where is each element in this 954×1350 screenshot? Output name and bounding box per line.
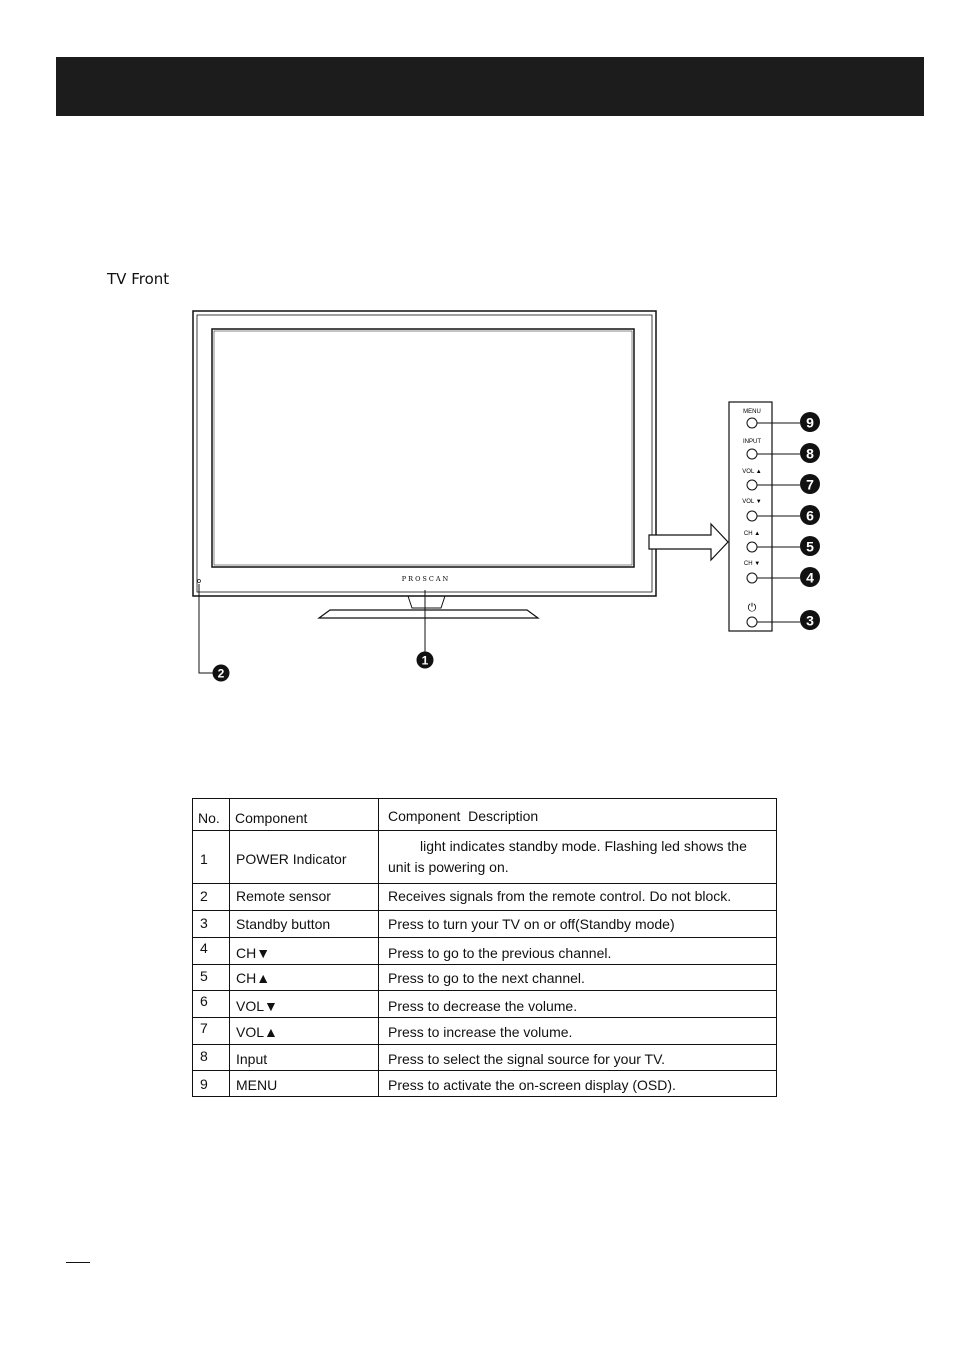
stand-neck <box>407 595 446 609</box>
table-row: 5 CH▲ Press to go to the next channel. <box>193 965 776 991</box>
row-no: 2 <box>200 888 208 904</box>
tv-bezel-inner <box>196 314 653 593</box>
side-label-ch-down: CH ▼ <box>744 561 760 567</box>
row-component: VOL▲ <box>236 1024 278 1040</box>
tv-screen <box>211 328 635 568</box>
row-component: MENU <box>236 1077 278 1093</box>
row-component: Standby button <box>236 916 331 932</box>
row-description: Press to increase the volume. <box>388 1024 573 1040</box>
table-row: 2 Remote sensor Receives signals from th… <box>193 884 776 911</box>
svg-text:8: 8 <box>806 446 814 462</box>
row-component: CH▼ <box>236 945 271 961</box>
svg-text:3: 3 <box>806 613 814 629</box>
row-no: 8 <box>200 1048 208 1064</box>
side-button-vol-up: VOL ▲ 7 <box>742 469 820 494</box>
table-header-row: No. Component Component Description <box>193 799 776 831</box>
side-button-menu: MENU 9 <box>743 409 820 432</box>
callout-2-line <box>198 584 213 674</box>
row-no: 4 <box>200 940 208 956</box>
callout-1-number: 1 <box>422 654 429 668</box>
table-row: 6 VOL▼ Press to decrease the volume. <box>193 991 776 1018</box>
table-row: 4 CH▼ Press to go to the previous channe… <box>193 938 776 965</box>
power-icon: ⏻ <box>748 601 757 614</box>
table-row: 7 VOL▲ Press to increase the volume. <box>193 1018 776 1045</box>
row-no: 6 <box>200 993 208 1009</box>
row-description: light indicates standby mode. Flashing l… <box>388 838 747 875</box>
tv-screen-inner <box>213 330 633 566</box>
svg-text:5: 5 <box>806 539 814 555</box>
row-no: 3 <box>200 915 208 931</box>
side-button-ch-down: CH ▼ 4 <box>744 561 820 587</box>
side-button-vol-down: VOL ▼ 6 <box>742 499 820 525</box>
side-label-ch-up: CH ▲ <box>744 531 760 537</box>
side-button-ch-up: CH ▲ 5 <box>744 531 820 556</box>
svg-text:9: 9 <box>806 415 814 431</box>
callout-1-badge <box>416 651 434 669</box>
callout-2-number: 2 <box>218 667 225 681</box>
side-label-input: INPUT <box>743 439 761 445</box>
row-component: CH▲ <box>236 970 271 986</box>
column-divider <box>378 799 379 1096</box>
row-description: Press to activate the on-screen display … <box>388 1077 676 1093</box>
column-divider <box>229 799 230 1096</box>
callout-2-badge <box>212 664 230 682</box>
components-table: No. Component Component Description 1 PO… <box>192 798 777 1097</box>
table-row: 3 Standby button Press to turn your TV o… <box>193 911 776 938</box>
header-no: No. <box>198 810 220 826</box>
arrow-icon <box>648 522 729 562</box>
side-label-vol-up: VOL ▲ <box>742 469 761 475</box>
row-component: VOL▼ <box>236 998 278 1014</box>
row-description: Press to decrease the volume. <box>388 998 578 1014</box>
row-description: Press to turn your TV on or off(Standby … <box>388 916 675 932</box>
row-no: 5 <box>200 968 208 984</box>
row-component: Remote sensor <box>236 888 331 904</box>
side-label-menu: MENU <box>743 409 761 415</box>
row-no: 1 <box>200 851 208 867</box>
row-component: POWER Indicator <box>236 851 347 867</box>
svg-text:7: 7 <box>806 477 814 493</box>
table-row: 8 Input Press to select the signal sourc… <box>193 1045 776 1071</box>
row-component: Input <box>236 1051 268 1067</box>
row-description: Press to go to the next channel. <box>388 970 585 986</box>
svg-text:4: 4 <box>806 570 814 586</box>
header-bar <box>56 57 924 116</box>
header-description: Component Description <box>388 808 539 824</box>
row-description: Receives signals from the remote control… <box>388 888 732 904</box>
row-no: 7 <box>200 1020 208 1036</box>
tv-front-diagram: PROSCAN 1 2 MENU 9 INPUT 8 VOL ▲ 7 VOL ▼ <box>192 310 820 682</box>
row-description: Press to select the signal source for yo… <box>388 1051 666 1067</box>
brand-logo: PROSCAN <box>402 575 450 583</box>
section-label: TV Front <box>107 270 170 288</box>
side-button-power: ⏻ 3 <box>746 601 820 630</box>
row-no: 9 <box>200 1076 208 1092</box>
table-row: 1 POWER Indicator light indicates standb… <box>193 831 776 884</box>
svg-text:6: 6 <box>806 508 814 524</box>
table-row: 9 MENU Press to activate the on-screen d… <box>193 1071 776 1098</box>
header-component: Component <box>235 810 308 826</box>
side-button-input: INPUT 8 <box>743 439 820 463</box>
stand-base <box>317 609 540 619</box>
tv-bezel <box>192 310 657 597</box>
row-description: Press to go to the previous channel. <box>388 945 612 961</box>
remote-sensor-dot <box>197 579 201 583</box>
side-label-vol-down: VOL ▼ <box>742 499 761 505</box>
footer-rule <box>66 1262 90 1263</box>
